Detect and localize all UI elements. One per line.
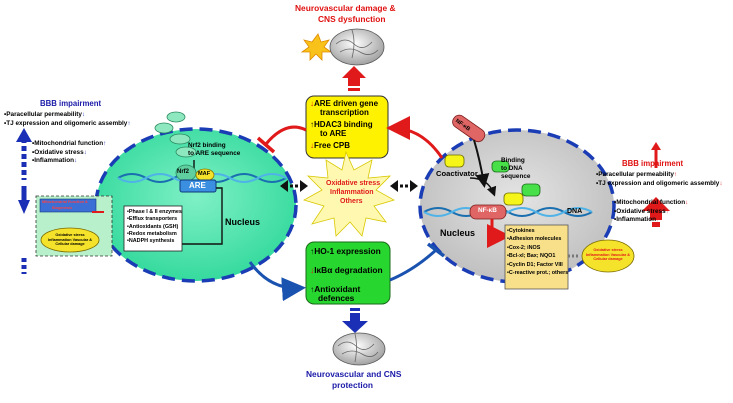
left-bbb-title: BBB impairment: [40, 99, 102, 108]
right-bbb-item: Inflammation↑: [614, 216, 688, 225]
right-bbb-item: Oxidative stress↑: [614, 208, 688, 217]
left-inset-top1: Mitochondrial Function &: [42, 200, 88, 204]
left-bbb-item: Mitochondrial function↑: [32, 140, 106, 149]
stress-line2: Inflammation: [330, 189, 374, 196]
yellow-item-3: ↓Free CPB: [310, 141, 351, 150]
left-gene-item: Redox metabolism: [127, 231, 182, 238]
nrf2-binding-line1: Nrf2 binding: [188, 142, 226, 149]
yellow-item-2b: to ARE: [320, 129, 347, 138]
brain-protected-icon: [332, 332, 386, 366]
right-gene-item: Cyclin D1; Factor VIII: [507, 261, 568, 269]
right-bbb-list-bottom: Mitochondrial function↓ Oxidative stress…: [614, 199, 688, 225]
yellow-item-2: ↑HDAC3 binding: [310, 120, 373, 129]
nfkb-nuclear: [469, 204, 507, 220]
right-gene-item: Adhesion molecules: [507, 235, 568, 243]
right-bbb-item: TJ expression and oligomeric assembly↓: [596, 180, 722, 189]
top-outcome-line2: CNS dysfunction: [318, 14, 386, 24]
maf-label: MAF: [198, 171, 211, 177]
right-gene-item: C-reactive prot.; others: [507, 269, 568, 277]
green-item-1: ↑HO-1 expression: [310, 246, 381, 256]
stress-line3: Others: [340, 198, 363, 205]
left-bbb-item: TJ expression and oligomeric assembly↑: [4, 120, 130, 129]
top-red-arrow: [342, 66, 366, 91]
left-bbb-item: Inflammation↓: [32, 157, 106, 166]
blue-inhibit-line: [389, 248, 438, 282]
right-oval-text: Oxidative stress Inflammation Vascular &…: [585, 248, 631, 262]
binding-line2: to DNA: [501, 165, 523, 172]
green-item-3: ↑Antioxidant: [310, 284, 361, 294]
nfkb-translocation-arrow: [473, 139, 490, 188]
oxidative-stress-burst: [302, 150, 396, 237]
yellow-item-1b: transcription: [320, 108, 369, 117]
right-bbb-item: Paracellular permeability↑: [596, 171, 723, 180]
binding-line3: sequence: [501, 173, 531, 180]
bottom-blue-arrow: [342, 308, 368, 333]
coactivator-yellow-2: [503, 192, 524, 206]
left-gene-item: NADPH synthesis: [127, 238, 182, 245]
right-gene-item: Cox-2; iNOS: [507, 244, 568, 252]
brain-damaged-icon: [300, 28, 385, 66]
black-dashed-arrows: [280, 180, 418, 192]
binding-line1: Binding: [501, 157, 525, 164]
nfkb-cytoplasm: [452, 114, 486, 143]
right-bbb-title: BBB impairment: [622, 159, 684, 168]
left-gene-item: Phase I & II enzymes: [127, 209, 182, 216]
blue-activation-arrow: [248, 261, 306, 302]
coactivator-green-1: [521, 183, 541, 197]
right-nucleus-label: Nucleus: [440, 228, 476, 238]
nrf2-binding-line2: to ARE sequence: [188, 150, 241, 157]
bottom-outcome-line1: Neurovascular and CNS: [306, 369, 402, 379]
red-inhibit-line: [264, 125, 307, 145]
left-bbb-list-top: Paracellular permeability↓ TJ expression…: [4, 111, 131, 129]
left-inset-bottom: Oxidative stress Inflammation Vascular &…: [47, 233, 93, 247]
yellow-item-1: ↓ARE driven gene: [310, 99, 379, 108]
coactivator-yellow-1: [444, 154, 465, 168]
left-bbb-list-bottom: Mitochondrial function↑ Oxidative stress…: [32, 140, 106, 166]
right-bbb-item: Mitochondrial function↓: [614, 199, 688, 208]
left-gene-item: Antioxidants (GSH): [127, 224, 182, 231]
bottom-outcome-line2: protection: [332, 380, 373, 390]
are-to-genes-line: [154, 187, 223, 249]
right-gene-item: Bcl-xl; Bax; NQO1: [507, 252, 568, 260]
left-bbb-item: Paracellular permeability↓: [4, 111, 131, 120]
right-bbb-list-top: Paracellular permeability↑ TJ expression…: [596, 171, 723, 189]
right-gene-list: Cytokines Adhesion molecules Cox-2; iNOS…: [507, 227, 568, 277]
coactivator-green-2: [491, 160, 510, 173]
right-dna-helix: [423, 207, 593, 217]
left-bbb-item: Oxidative stress↓: [32, 149, 106, 158]
green-box: [305, 241, 391, 305]
right-gene-item: Cytokines: [507, 227, 568, 235]
right-damage-oval: [581, 239, 635, 273]
nrf2-translocation: [154, 111, 197, 158]
left-inset-top2: Biogenesis: [52, 206, 73, 210]
are-label: ARE: [189, 181, 206, 190]
green-item-2: ↓IκBα degradation: [310, 265, 383, 275]
left-gene-item: Efflux transporters: [127, 216, 182, 223]
red-activation-arrow: [386, 116, 444, 159]
coactivator-label: Coactivator: [436, 169, 478, 178]
nrf2-label: Nrf2: [177, 169, 190, 175]
left-bbb-arrows: [16, 128, 32, 274]
left-nucleus-label: Nucleus: [225, 217, 261, 227]
dna-label: DNA: [567, 208, 583, 215]
top-outcome-line1: Neurovascular damage &: [295, 3, 396, 13]
stress-line1: Oxidative stress: [326, 180, 381, 187]
green-item-3b: defences: [318, 293, 355, 303]
are-element: [179, 179, 217, 193]
left-gene-list: Phase I & II enzymes Efflux transporters…: [127, 209, 182, 245]
nfkb-nuclear-label: NF-κB: [478, 207, 497, 214]
